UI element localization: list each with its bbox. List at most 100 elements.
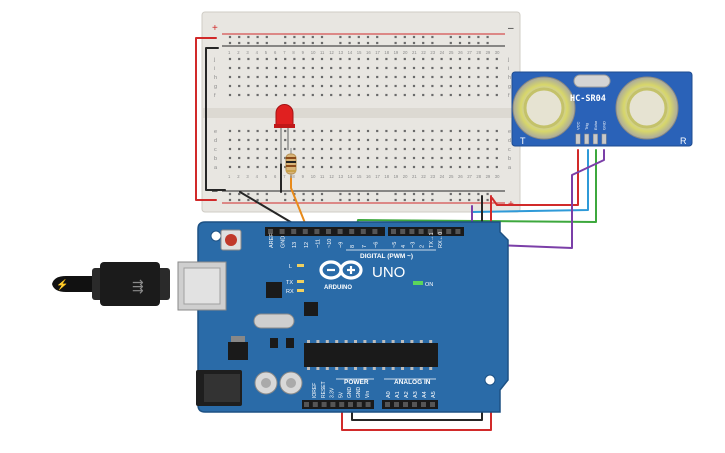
row-letter-label: e — [508, 129, 511, 135]
rail-hole — [265, 192, 268, 196]
terminal-hole — [394, 156, 397, 160]
terminal-hole — [320, 84, 324, 88]
terminal-hole — [495, 165, 498, 169]
analog-pin-label: A2 — [404, 391, 410, 398]
terminal-hole — [284, 93, 287, 97]
arduino-uno[interactable]: ⚡ ⇶ — [52, 221, 509, 413]
column-number-label: 15 — [357, 174, 362, 179]
terminal-hole — [330, 138, 333, 142]
terminal-hole — [228, 84, 232, 88]
digital-pin-label: AREF — [269, 233, 275, 248]
column-number-label: 21 — [412, 174, 417, 179]
terminal-hole — [468, 138, 471, 142]
column-number-label: 4 — [256, 50, 259, 55]
terminal-hole — [228, 156, 232, 160]
chip-pin — [401, 340, 404, 343]
terminal-hole — [311, 138, 314, 142]
terminal-hole — [293, 147, 296, 151]
terminal-hole — [394, 84, 397, 88]
terminal-hole — [440, 129, 443, 133]
rail-hole — [412, 192, 416, 196]
rail-hole — [486, 192, 489, 196]
digital-pin-label: ~5 — [392, 242, 398, 248]
terminal-hole — [376, 165, 379, 169]
terminal-hole — [238, 147, 241, 151]
terminal-hole — [449, 156, 452, 160]
terminal-hole — [468, 129, 471, 133]
terminal-hole — [311, 165, 314, 169]
terminal-hole — [330, 84, 333, 88]
rail-hole — [366, 41, 370, 45]
digital-pin-label: ~10 — [327, 239, 333, 248]
terminal-hole — [477, 165, 480, 169]
terminal-hole — [440, 165, 443, 169]
column-number-label: 18 — [384, 174, 389, 179]
rail-hole — [449, 198, 452, 202]
terminal-hole — [284, 147, 287, 151]
rail-hole — [403, 198, 406, 202]
terminal-hole — [247, 138, 250, 142]
led[interactable] — [274, 104, 295, 165]
header-pin — [326, 229, 331, 234]
terminal-hole — [311, 147, 314, 151]
mount-hole-3 — [484, 374, 496, 386]
sensor-r-mark: R — [680, 136, 687, 146]
rail-hole — [458, 192, 462, 196]
terminal-hole — [385, 66, 388, 70]
column-number-label: 11 — [320, 174, 325, 179]
terminal-hole — [311, 93, 314, 97]
digital-pin-label: 2 — [420, 245, 426, 248]
column-number-label: 30 — [495, 174, 500, 179]
column-number-label: 7 — [283, 174, 286, 179]
terminal-hole — [265, 165, 268, 169]
terminal-hole — [256, 138, 259, 142]
header-pin — [279, 229, 285, 234]
reset-button-cap[interactable] — [225, 234, 237, 246]
rail-hole — [238, 41, 241, 45]
terminal-hole — [422, 138, 425, 142]
row-letter-label: c — [508, 147, 511, 153]
terminal-hole — [385, 156, 388, 160]
terminal-hole — [293, 66, 296, 70]
terminal-hole — [320, 165, 324, 169]
top-rail-plus-label: + — [212, 23, 218, 34]
terminal-hole — [385, 138, 388, 142]
terminal-hole — [357, 165, 360, 169]
rail-hole — [394, 35, 397, 39]
terminal-hole — [256, 93, 259, 97]
rail-hole — [422, 198, 425, 202]
digital-pwm-label: DIGITAL (PWM ~) — [360, 253, 413, 260]
terminal-hole — [247, 84, 250, 88]
row-letter-label: c — [214, 147, 217, 153]
rail-hole — [403, 192, 406, 196]
chip-pin — [429, 340, 433, 343]
terminal-hole — [247, 57, 250, 61]
rail-hole — [412, 41, 416, 45]
smd-component-2 — [286, 338, 294, 348]
terminal-hole — [320, 156, 324, 160]
terminal-hole — [274, 75, 278, 79]
header-pin — [360, 229, 366, 234]
rail-hole — [320, 41, 324, 45]
terminal-hole — [348, 57, 351, 61]
terminal-hole — [330, 66, 333, 70]
header-pin — [330, 402, 336, 407]
column-number-label: 9 — [302, 50, 305, 55]
chip-pin — [335, 340, 339, 343]
terminal-hole — [265, 75, 268, 79]
column-number-label: 18 — [384, 50, 389, 55]
resistor[interactable] — [285, 148, 297, 178]
terminal-hole — [238, 84, 241, 88]
chip-pin — [307, 340, 310, 343]
usb-b-port-inner — [183, 267, 221, 305]
wire-red-sensor-vcc — [491, 149, 579, 206]
chip-pin — [316, 367, 320, 370]
terminal-hole — [366, 93, 370, 97]
terminal-hole — [228, 57, 232, 61]
column-number-label: 19 — [394, 50, 399, 55]
rail-hole — [376, 35, 379, 39]
terminal-hole — [274, 84, 278, 88]
